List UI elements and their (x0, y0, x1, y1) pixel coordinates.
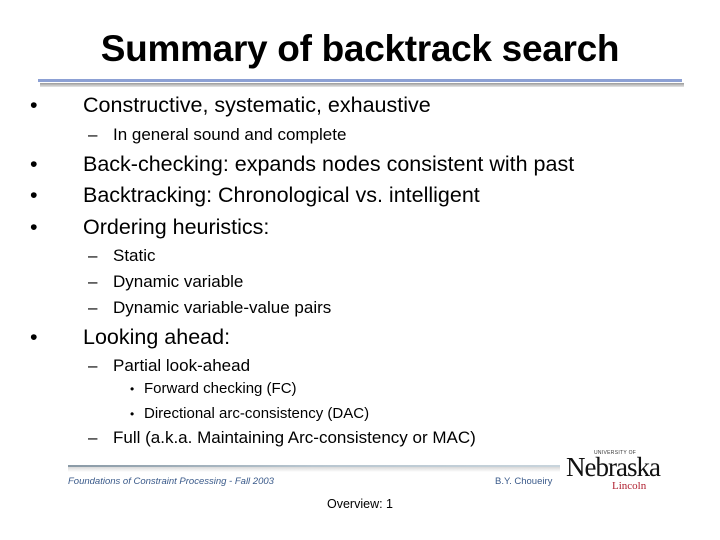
sub-bullet-text: Full (a.k.a. Maintaining Arc-consistency… (113, 428, 476, 447)
dash-icon: – (88, 125, 98, 144)
logo-lincoln: Lincoln (612, 480, 647, 492)
bullet-icon: • (30, 152, 38, 176)
dash-icon: – (88, 272, 98, 291)
logo-university-of: UNIVERSITY OF (594, 450, 637, 456)
sub-bullet-text: Partial look-ahead (113, 356, 251, 375)
slide-title: Summary of backtrack search (100, 28, 620, 69)
footer-course: Foundations of Constraint Processing - F… (68, 476, 274, 487)
dash-icon: – (88, 246, 98, 265)
bullet-text: Looking ahead: (83, 325, 231, 349)
title-underline-shadow (40, 83, 684, 87)
sub-bullet-text: Dynamic variable-value pairs (113, 298, 332, 317)
university-logo: UNIVERSITY OF Nebraska Lincoln (566, 450, 661, 496)
title-underline (38, 79, 682, 82)
sub-bullet-text: Static (113, 246, 156, 265)
bullet-text: Backtracking: Chronological vs. intellig… (83, 183, 480, 207)
dash-icon: – (88, 356, 98, 375)
footer-author: B.Y. Choueiry (495, 476, 553, 487)
footer-rule-shadow (68, 467, 560, 472)
footer-rule (68, 465, 560, 467)
bullet-icon: • (30, 93, 38, 117)
dash-icon: – (88, 298, 98, 317)
bullet-text: Back-checking: expands nodes consistent … (83, 152, 575, 176)
bullet-icon: • (30, 215, 38, 239)
sub-bullet-text: Dynamic variable (113, 272, 244, 291)
sub-sub-bullet-text: Directional arc-consistency (DAC) (144, 405, 370, 422)
bullet-icon: • (30, 325, 38, 349)
dash-icon: – (88, 428, 98, 447)
bullet-icon: • (30, 183, 38, 207)
small-bullet-icon: • (130, 382, 135, 396)
bullet-text: Ordering heuristics: (83, 215, 270, 239)
sub-sub-bullet-text: Forward checking (FC) (144, 380, 297, 397)
bullet-text: Constructive, systematic, exhaustive (83, 93, 431, 117)
logo-nebraska: Nebraska (566, 452, 661, 482)
page-label: Overview: 1 (327, 497, 393, 511)
small-bullet-icon: • (130, 407, 135, 421)
sub-bullet-text: In general sound and complete (113, 125, 347, 144)
